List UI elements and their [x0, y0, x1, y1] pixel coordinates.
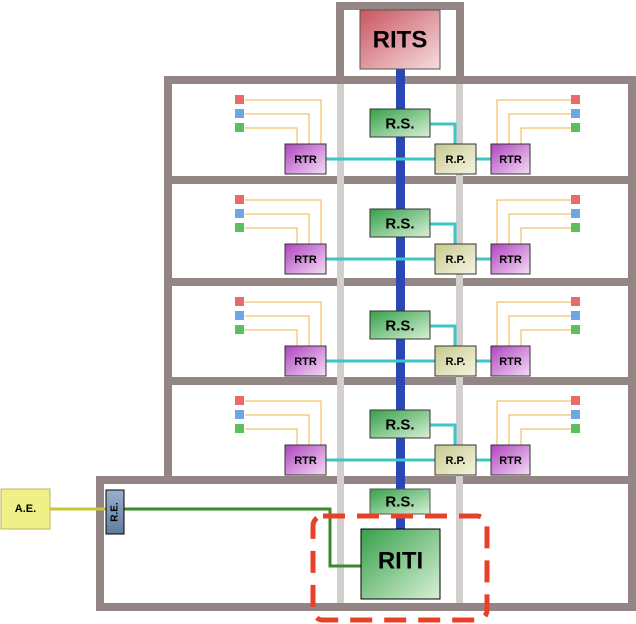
re-label: R.E. — [110, 502, 121, 522]
rs-box-label: R.S. — [385, 318, 414, 335]
ground-rs-label: R.S. — [385, 494, 414, 511]
wall-outlet — [571, 223, 580, 232]
wall-outlet — [235, 297, 244, 306]
rp-box-label: R.P. — [446, 254, 466, 266]
wall-outlet — [571, 123, 580, 132]
ground-rs-box: R.S. — [369, 488, 431, 515]
wall-outlet — [571, 325, 580, 334]
rp-box: R.P. — [434, 243, 477, 275]
right-outlet-wires — [496, 99, 571, 146]
rs-box-label: R.S. — [385, 116, 414, 133]
rs-box: R.S. — [369, 108, 431, 138]
rs-box: R.S. — [369, 208, 431, 238]
wall-outlet — [571, 109, 580, 118]
rs-rp-link — [430, 122, 457, 146]
wall-outlet — [235, 424, 244, 433]
rits-label: RITS — [373, 27, 428, 54]
rs-box-label: R.S. — [385, 216, 414, 233]
rtr-box-left: RTR — [284, 345, 327, 377]
wall-outlet — [571, 424, 580, 433]
rp-box-label: R.P. — [446, 356, 466, 368]
rs-rp-link — [430, 222, 457, 246]
wall-outlet — [571, 396, 580, 405]
left-outlet-wires — [245, 99, 322, 146]
wall-outlet — [571, 95, 580, 104]
right-outlet-wires — [496, 301, 571, 348]
riser-right — [456, 84, 463, 603]
rtr-box-right: RTR — [490, 444, 531, 476]
rtr-box-left-label: RTR — [294, 455, 317, 467]
rp-box-label: R.P. — [446, 455, 466, 467]
wall-outlet — [235, 109, 244, 118]
ground-floor-wall — [96, 476, 636, 611]
rp-box-label: R.P. — [446, 154, 466, 166]
riti-highlight — [310, 513, 490, 623]
rp-box: R.P. — [434, 444, 477, 476]
backbone-cable — [396, 68, 405, 538]
rtr-box-right-label: RTR — [499, 356, 522, 368]
right-outlet-wires — [496, 199, 571, 246]
wall-outlet — [571, 410, 580, 419]
floor-4: R.S. RTR R.P. RTR — [235, 95, 580, 175]
rs-box: R.S. — [369, 409, 431, 439]
rtr-box-right-label: RTR — [499, 254, 522, 266]
wall-outlet — [571, 297, 580, 306]
left-outlet-wires — [245, 199, 322, 246]
rits-box: RITS — [359, 9, 441, 70]
wall-outlet — [235, 195, 244, 204]
rtr-box-right: RTR — [490, 143, 531, 175]
ae-label: A.E. — [15, 503, 36, 515]
re-riti-link — [124, 507, 362, 568]
rtr-box-left-label: RTR — [294, 154, 317, 166]
wall-outlet — [235, 410, 244, 419]
wall-outlet — [235, 325, 244, 334]
floor-2: R.S. RTR R.P. RTR — [235, 297, 580, 377]
wall-outlet — [235, 209, 244, 218]
riti-label: RITI — [378, 548, 423, 575]
wall-outlet — [235, 223, 244, 232]
wall-outlet — [235, 396, 244, 405]
rs-rp-link — [430, 423, 457, 447]
wall-outlet — [235, 95, 244, 104]
rtr-box-left-label: RTR — [294, 254, 317, 266]
right-outlet-wires — [496, 400, 571, 447]
re-box: R.E. — [105, 489, 125, 535]
rs-box-label: R.S. — [385, 417, 414, 434]
floor-3: R.S. RTR R.P. RTR — [235, 195, 580, 275]
wall-outlet — [235, 311, 244, 320]
wall-outlet — [571, 311, 580, 320]
left-outlet-wires — [245, 400, 322, 447]
rtr-box-right: RTR — [490, 243, 531, 275]
rtr-box-left-label: RTR — [294, 356, 317, 368]
rs-box: R.S. — [369, 310, 431, 340]
wall-outlet — [571, 195, 580, 204]
left-outlet-wires — [245, 301, 322, 348]
riti-box: RITI — [360, 528, 441, 600]
rtr-box-right-label: RTR — [499, 455, 522, 467]
ae-box: A.E. — [0, 488, 51, 530]
wall-outlet — [235, 123, 244, 132]
rtr-box-right: RTR — [490, 345, 531, 377]
rs-rp-link — [430, 324, 457, 348]
rtr-box-left: RTR — [284, 143, 327, 175]
riser-left — [337, 84, 344, 603]
wall-outlet — [571, 209, 580, 218]
rp-box: R.P. — [434, 143, 477, 175]
rtr-box-left: RTR — [284, 243, 327, 275]
floor-1: R.S. RTR R.P. RTR — [235, 396, 580, 476]
rtr-box-right-label: RTR — [499, 154, 522, 166]
rtr-box-left: RTR — [284, 444, 327, 476]
rp-box: R.P. — [434, 345, 477, 377]
